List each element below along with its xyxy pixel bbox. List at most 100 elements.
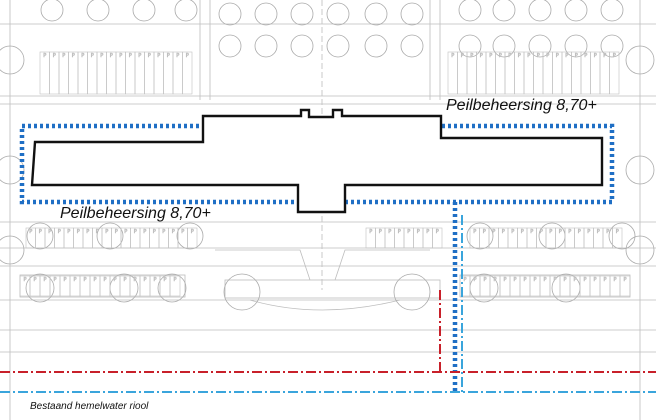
parking-stall-label: P bbox=[129, 53, 132, 59]
tree-symbol bbox=[174, 0, 198, 22]
tree-symbol bbox=[458, 0, 482, 22]
parking-stall-label: P bbox=[154, 277, 157, 283]
parking-stall-label: P bbox=[614, 277, 617, 283]
parking-stall-label: P bbox=[549, 229, 552, 235]
parking-stall bbox=[609, 51, 620, 95]
parking-stall-label: P bbox=[556, 53, 559, 59]
tree-symbol bbox=[400, 2, 424, 26]
parking-stall-label: P bbox=[554, 277, 557, 283]
parking-stall bbox=[169, 275, 181, 297]
parking-stall-label: P bbox=[480, 53, 483, 59]
parking-stall-label: P bbox=[43, 53, 46, 59]
parking-stall-label: P bbox=[568, 229, 571, 235]
parking-stall-label: P bbox=[584, 53, 587, 59]
parking-stall-label: P bbox=[157, 53, 160, 59]
tree-symbol bbox=[458, 34, 482, 58]
parking-stall-label: P bbox=[436, 229, 439, 235]
parking-stall-label: P bbox=[119, 53, 122, 59]
parking-stall-label: P bbox=[499, 53, 502, 59]
tree-symbol bbox=[625, 235, 655, 265]
parking-stall-label: P bbox=[54, 277, 57, 283]
parking-stall-label: P bbox=[115, 229, 118, 235]
parking-stall-label: P bbox=[153, 229, 156, 235]
parking-stall-label: P bbox=[186, 53, 189, 59]
parking-stall-label: P bbox=[564, 277, 567, 283]
tree-symbol bbox=[400, 34, 424, 58]
parking-stall-label: P bbox=[502, 229, 505, 235]
tree-symbol bbox=[254, 2, 278, 26]
tree-symbol bbox=[608, 222, 636, 250]
parking-stall-label: P bbox=[29, 229, 32, 235]
parking-stall-label: P bbox=[134, 277, 137, 283]
parking-stall-label: P bbox=[388, 229, 391, 235]
tree-symbol bbox=[364, 2, 388, 26]
parking-stall-label: P bbox=[508, 53, 511, 59]
parking-stall-label: P bbox=[473, 229, 476, 235]
tree-symbol bbox=[218, 34, 242, 58]
tree-symbol bbox=[600, 0, 624, 22]
parking-stall-label: P bbox=[84, 277, 87, 283]
parking-stall-label: P bbox=[34, 277, 37, 283]
parking-stall-label: P bbox=[191, 229, 194, 235]
parking-stall-label: P bbox=[417, 229, 420, 235]
parking-stall-label: P bbox=[174, 277, 177, 283]
parking-stall-label: P bbox=[167, 53, 170, 59]
parking-stall-label: P bbox=[518, 53, 521, 59]
parking-stall-label: P bbox=[39, 229, 42, 235]
label-level-north: Peilbeheersing 8,70+ bbox=[446, 97, 597, 114]
parking-stall-label: P bbox=[105, 229, 108, 235]
parking-stall-label: P bbox=[162, 229, 165, 235]
parking-stall bbox=[187, 227, 198, 249]
parking-stall-label: P bbox=[91, 53, 94, 59]
parking-stall bbox=[619, 275, 631, 297]
building-outline bbox=[30, 108, 604, 214]
parking-stall-label: P bbox=[574, 277, 577, 283]
parking-stall-label: P bbox=[138, 53, 141, 59]
tree-symbol bbox=[625, 45, 655, 75]
tree-symbol bbox=[528, 34, 552, 58]
parking-stall-label: P bbox=[483, 229, 486, 235]
parking-stall-label: P bbox=[369, 229, 372, 235]
tree-symbol bbox=[364, 34, 388, 58]
tree-symbol bbox=[176, 222, 204, 250]
tree-symbol bbox=[625, 155, 655, 185]
parking-stall bbox=[612, 227, 623, 249]
parking-stall-label: P bbox=[484, 277, 487, 283]
parking-stall-label: P bbox=[53, 53, 56, 59]
label-existing-sewer: Bestaand hemelwater riool bbox=[30, 401, 149, 412]
existing-sewer-lines bbox=[0, 215, 656, 393]
tree-symbol bbox=[223, 273, 261, 311]
parking-stall-label: P bbox=[624, 277, 627, 283]
parking-stall-label: P bbox=[451, 53, 454, 59]
parking-stall-label: P bbox=[489, 53, 492, 59]
parking-stall-label: P bbox=[597, 229, 600, 235]
parking-stall-label: P bbox=[521, 229, 524, 235]
parking-stall-label: P bbox=[24, 277, 27, 283]
parking-stall-label: P bbox=[587, 229, 590, 235]
parking-stall-label: P bbox=[164, 277, 167, 283]
tree-symbol bbox=[326, 34, 350, 58]
parking-stall-label: P bbox=[504, 277, 507, 283]
tree-symbol bbox=[528, 0, 552, 22]
parking-stall-label: P bbox=[67, 229, 70, 235]
parking-stall-label: P bbox=[64, 277, 67, 283]
parking-stall-label: P bbox=[534, 277, 537, 283]
parking-stall-label: P bbox=[524, 277, 527, 283]
tree-symbol bbox=[0, 235, 25, 265]
parking-stall-label: P bbox=[461, 53, 464, 59]
parking-stall-label: P bbox=[527, 53, 530, 59]
parking-stall-label: P bbox=[616, 229, 619, 235]
parking-stall-label: P bbox=[110, 53, 113, 59]
tree-symbol bbox=[254, 34, 278, 58]
parking-stall-label: P bbox=[584, 277, 587, 283]
parking-stall-label: P bbox=[603, 53, 606, 59]
parking-stall-label: P bbox=[604, 277, 607, 283]
parking-stall-label: P bbox=[114, 277, 117, 283]
parking-stall-label: P bbox=[62, 53, 65, 59]
parking-stall-label: P bbox=[72, 53, 75, 59]
parking-stall-label: P bbox=[379, 229, 382, 235]
parking-stall-label: P bbox=[407, 229, 410, 235]
tree-symbol bbox=[40, 0, 64, 22]
